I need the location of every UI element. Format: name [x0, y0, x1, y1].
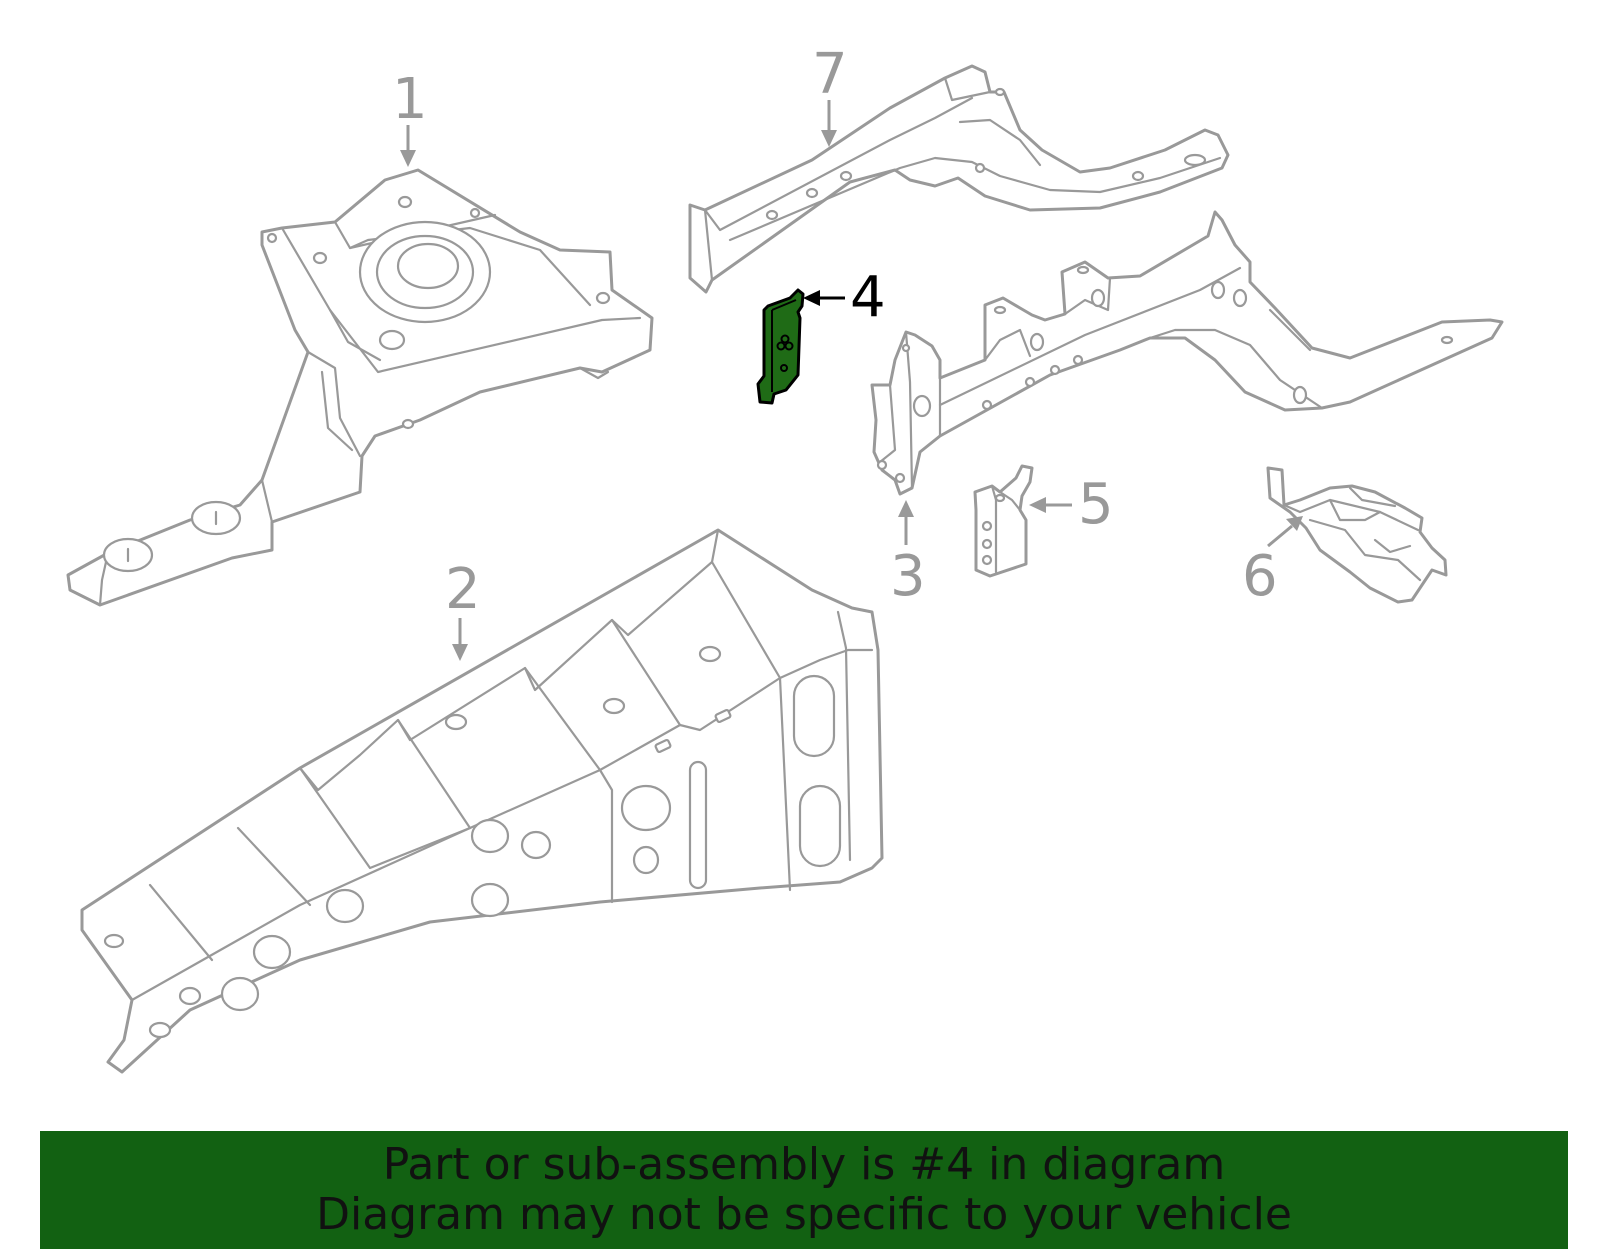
callout-3: 3: [890, 500, 926, 609]
part-3[interactable]: [870, 210, 1504, 496]
callout-4-label: 4: [850, 265, 886, 330]
banner-line-2: Diagram may not be specific to your vehi…: [316, 1189, 1292, 1240]
part-2[interactable]: [80, 528, 884, 1074]
callout-6-label: 6: [1242, 544, 1278, 609]
callout-2: 2: [445, 557, 481, 661]
callout-3-label: 3: [890, 544, 926, 609]
callout-5-label: 5: [1078, 472, 1114, 537]
part-1[interactable]: [66, 168, 654, 607]
part-4-shape[interactable]: [756, 288, 805, 405]
callout-1-label: 1: [392, 67, 428, 132]
banner-line-1: Part or sub-assembly is #4 in diagram: [382, 1139, 1226, 1190]
callout-1: 1: [392, 67, 428, 167]
part-5[interactable]: [973, 464, 1034, 578]
callout-6: 6: [1242, 516, 1303, 609]
info-banner: Part or sub-assembly is #4 in diagram Di…: [40, 1131, 1568, 1249]
callout-4: 4: [803, 265, 886, 330]
callout-7: 7: [812, 42, 848, 147]
callout-2-label: 2: [445, 557, 481, 622]
part-6[interactable]: [1266, 466, 1448, 604]
part-4[interactable]: [756, 288, 805, 405]
callout-7-label: 7: [812, 42, 848, 107]
part-7[interactable]: [688, 64, 1230, 294]
callout-5: 5: [1029, 472, 1114, 537]
